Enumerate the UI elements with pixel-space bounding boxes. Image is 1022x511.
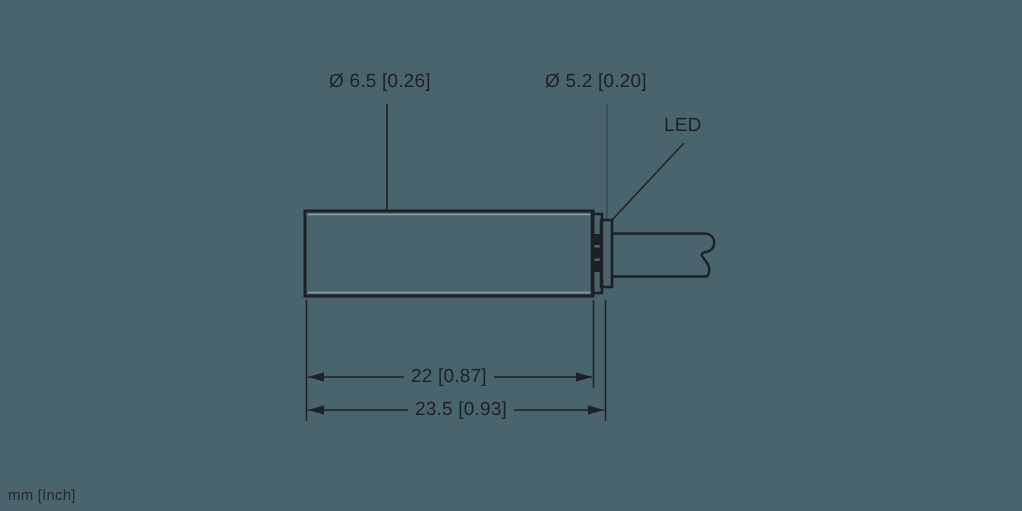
sensor-collar [599,218,614,289]
dimension-label-length-body: 22 [0.87] [404,366,494,388]
sensor-cable-group [611,232,716,278]
sensor-flange-group [590,212,614,295]
dimension-extension-lines [305,300,607,421]
arrowhead-left-235 [308,405,324,415]
dimension-label-length-total: 23.5 [0.93] [408,399,514,421]
callout-leaders [386,104,685,221]
sensor-body-outline [303,209,595,298]
arrowhead-right-22 [576,372,592,382]
callout-label-tip-diameter: Ø 5.2 [0.20] [545,71,647,92]
arrowhead-right-235 [588,405,604,415]
callout-label-body-diameter: Ø 6.5 [0.26] [329,71,431,92]
cable-break-line [700,232,716,278]
leader-line-led [611,142,685,221]
units-note: mm [Inch] [8,487,76,504]
callout-label-led: LED [664,115,702,136]
led-window-icon [594,234,600,272]
arrowhead-left-22 [308,372,324,382]
sensor-body-group [303,209,595,298]
